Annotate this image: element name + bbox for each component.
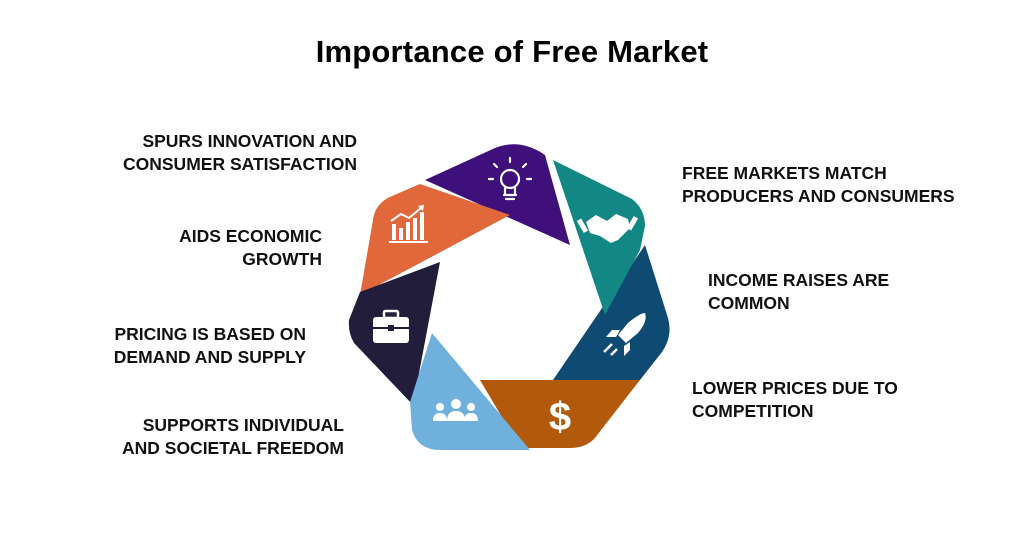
dollar-icon: $ [549,395,571,439]
segment-spurs-innovation [425,144,570,245]
label-income-raises: INCOME RAISES ARE COMMON [708,270,890,313]
people-icon [433,399,478,421]
growth-chart-icon [389,205,428,243]
segment-aids-growth [360,184,510,295]
label-spurs-innovation: SPURS INNOVATION AND CONSUMER SATISFACTI… [123,131,357,174]
svg-text:$: $ [549,395,571,439]
label-pricing: PRICING IS BASED ON DEMAND AND SUPPLY [113,324,306,367]
segment-income-raises [553,245,670,380]
rocket-icon [603,313,646,356]
label-supports-freedom: SUPPORTS INDIVIDUAL AND SOCIETAL FREEDOM [122,415,344,458]
segment-lower-prices [480,380,640,448]
segment-match-producers [553,160,645,315]
handshake-icon [576,214,639,243]
lightbulb-icon [487,156,533,201]
label-aids-growth: AIDS ECONOMIC GROWTH [179,226,322,269]
briefcase-icon [373,309,409,343]
label-match-producers: FREE MARKETS MATCH PRODUCERS AND CONSUME… [682,163,955,206]
label-lower-prices: LOWER PRICES DUE TO COMPETITION [692,378,898,421]
page-title: Importance of Free Market [315,34,709,69]
